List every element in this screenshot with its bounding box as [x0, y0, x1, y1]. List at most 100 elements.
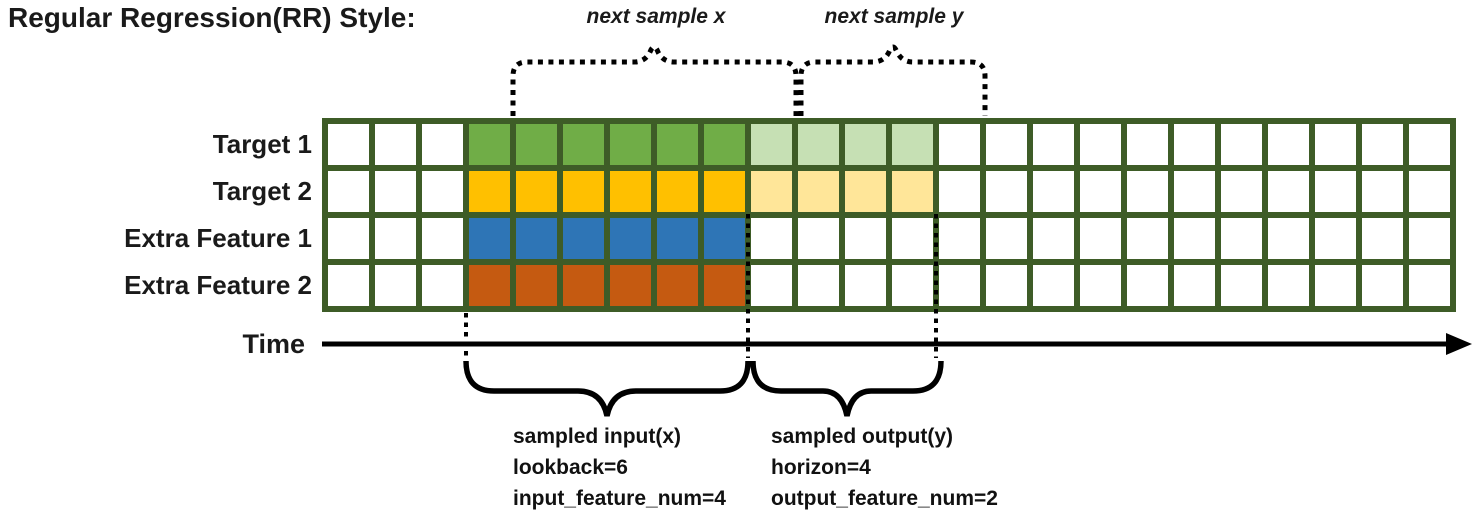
- grid-cell: [610, 124, 651, 165]
- grid-cell: [657, 218, 698, 259]
- grid-cell: [610, 171, 651, 212]
- grid-cell: [1362, 218, 1403, 259]
- grid-cell: [1268, 265, 1309, 306]
- grid-cell: [1362, 124, 1403, 165]
- grid-cell: [751, 265, 792, 306]
- grid-cell: [328, 265, 369, 306]
- grid-cell: [798, 124, 839, 165]
- time-axis-label: Time: [242, 329, 305, 359]
- grid-cell: [328, 124, 369, 165]
- grid-cell: [1315, 265, 1356, 306]
- grid-cell: [751, 171, 792, 212]
- grid-cell: [751, 218, 792, 259]
- grid-cell: [986, 265, 1027, 306]
- grid-cell: [469, 265, 510, 306]
- grid-cell: [1080, 265, 1121, 306]
- grid-cell: [422, 265, 463, 306]
- sampled-output-title: sampled output(y): [771, 425, 953, 448]
- grid-cell: [1409, 124, 1450, 165]
- grid-cell: [892, 124, 933, 165]
- time-axis-arrowhead: [1446, 333, 1472, 355]
- grid-cell: [986, 124, 1027, 165]
- sampled-input-title: sampled input(x): [513, 425, 682, 448]
- grid-cell: [469, 124, 510, 165]
- grid-cell: [516, 124, 557, 165]
- grid-cell: [563, 124, 604, 165]
- grid-cell: [939, 171, 980, 212]
- next-sample-y-brace: [798, 44, 988, 116]
- grid-cell: [328, 171, 369, 212]
- grid-cell: [375, 265, 416, 306]
- grid-cell: [939, 218, 980, 259]
- grid-cell: [798, 218, 839, 259]
- row-label-extra-feature-1: Extra Feature 1: [124, 223, 312, 253]
- grid-cell: [1362, 265, 1403, 306]
- grid-cell: [1174, 171, 1215, 212]
- grid-cell: [845, 124, 886, 165]
- row-label-extra-feature-2: Extra Feature 2: [124, 270, 312, 300]
- grid-cell: [1033, 171, 1074, 212]
- grid-cell: [422, 218, 463, 259]
- grid-cell: [1221, 265, 1262, 306]
- grid-cell: [1315, 124, 1356, 165]
- horizon-value: horizon=4: [771, 456, 871, 479]
- grid-cell: [375, 124, 416, 165]
- grid-cell: [798, 265, 839, 306]
- input-region-brace: [463, 360, 751, 417]
- grid-cell: [422, 124, 463, 165]
- grid-cell: [516, 171, 557, 212]
- grid-cell: [1174, 218, 1215, 259]
- grid-cell: [1268, 124, 1309, 165]
- grid-cell: [1127, 265, 1168, 306]
- grid-cell: [1268, 171, 1309, 212]
- grid-cell: [469, 171, 510, 212]
- grid-cell: [1362, 171, 1403, 212]
- output-region-brace: [750, 360, 944, 417]
- grid-cell: [1315, 218, 1356, 259]
- grid-cell: [1409, 265, 1450, 306]
- grid-cell: [610, 265, 651, 306]
- grid-cell: [939, 265, 980, 306]
- grid-cell: [1174, 124, 1215, 165]
- grid-cell: [657, 265, 698, 306]
- grid-cell: [1127, 218, 1168, 259]
- grid-cell: [657, 124, 698, 165]
- grid-cell: [1409, 171, 1450, 212]
- grid-cell: [516, 218, 557, 259]
- lookback-value: lookback=6: [513, 456, 628, 479]
- grid-cell: [1409, 218, 1450, 259]
- grid-cell: [610, 218, 651, 259]
- grid-cell: [1174, 265, 1215, 306]
- row-label-target-1: Target 1: [212, 129, 312, 159]
- grid-cell: [845, 171, 886, 212]
- grid-cell: [798, 171, 839, 212]
- grid-cell: [1268, 218, 1309, 259]
- grid-cell: [1080, 218, 1121, 259]
- sampled-output-annotation: sampled output(y) horizon=4 output_featu…: [771, 421, 998, 514]
- grid-cell: [939, 124, 980, 165]
- grid-cell: [1033, 218, 1074, 259]
- grid-cell: [986, 171, 1027, 212]
- next-sample-x-brace: [510, 44, 799, 116]
- grid-cell: [563, 265, 604, 306]
- time-series-grid: [322, 118, 1456, 312]
- grid-cell: [1080, 171, 1121, 212]
- output-feature-num-value: output_feature_num=2: [771, 487, 998, 510]
- grid-cell: [704, 218, 745, 259]
- grid-cell: [563, 171, 604, 212]
- next-sample-y-label: next sample y: [824, 5, 964, 28]
- grid-cell: [1221, 124, 1262, 165]
- grid-cell: [1080, 124, 1121, 165]
- grid-cell: [469, 218, 510, 259]
- grid-cell: [986, 218, 1027, 259]
- grid-cell: [845, 218, 886, 259]
- grid-cell: [845, 265, 886, 306]
- grid-cell: [375, 218, 416, 259]
- grid-cell: [892, 265, 933, 306]
- grid-cell: [516, 265, 557, 306]
- grid-cell: [1127, 124, 1168, 165]
- sampled-input-annotation: sampled input(x) lookback=6 input_featur…: [513, 421, 726, 514]
- grid-cell: [328, 218, 369, 259]
- row-label-target-2: Target 2: [212, 176, 312, 206]
